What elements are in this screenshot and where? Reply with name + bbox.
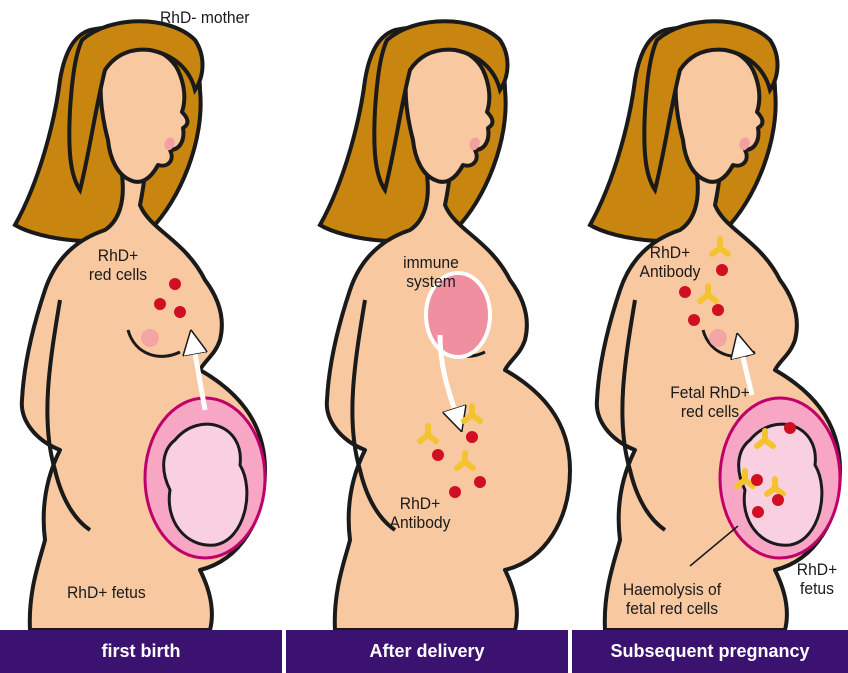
p1-cells-label-2: red cells <box>81 265 155 284</box>
p3-antibody-label-1: RhD+ <box>633 243 707 262</box>
nipple <box>709 329 727 347</box>
mother-label: RhD- mother <box>160 8 250 27</box>
panel-after-delivery <box>320 21 570 630</box>
p1-fetus-label: RhD+ fetus <box>67 583 146 602</box>
p3-haem-label-2: fetal red cells <box>617 599 727 618</box>
fetus-1 <box>164 424 247 545</box>
red-cell <box>716 264 728 276</box>
red-cell <box>679 286 691 298</box>
banner-first-birth: first birth <box>0 630 282 673</box>
red-cell <box>784 422 796 434</box>
red-cell <box>688 314 700 326</box>
banner-first-birth-label: first birth <box>102 641 181 662</box>
banner-subsequent-pregnancy: Subsequent pregnancy <box>572 630 848 673</box>
p3-fetal-label-2: red cells <box>659 402 760 421</box>
nipple <box>141 329 159 347</box>
banner-after-delivery: After delivery <box>286 630 568 673</box>
p2-antibody-label-1: RhD+ <box>383 494 457 513</box>
red-cell <box>752 506 764 518</box>
red-cell <box>154 298 166 310</box>
panel-first-birth <box>15 21 265 630</box>
panel-subsequent-pregnancy <box>590 21 840 630</box>
p3-antibody-label-2: Antibody <box>633 262 707 281</box>
red-cell <box>474 476 486 488</box>
p3-fetus-label-1: RhD+ <box>794 560 840 579</box>
p2-immune-label-1: immune <box>390 253 473 272</box>
banner-subsequent-pregnancy-label: Subsequent pregnancy <box>610 641 809 662</box>
p1-cells-label-1: RhD+ <box>81 246 155 265</box>
p2-immune-label-2: system <box>390 272 473 291</box>
red-cell <box>772 494 784 506</box>
p3-haem-label-1: Haemolysis of <box>617 580 727 599</box>
p2-antibody-label-2: Antibody <box>383 513 457 532</box>
red-cell <box>174 306 186 318</box>
red-cell <box>169 278 181 290</box>
p3-fetal-label-1: Fetal RhD+ <box>659 383 760 402</box>
p3-fetus-label-2: fetus <box>794 579 840 598</box>
red-cell <box>751 474 763 486</box>
red-cell <box>712 304 724 316</box>
red-cell <box>432 449 444 461</box>
red-cell <box>466 431 478 443</box>
banner-after-delivery-label: After delivery <box>369 641 484 662</box>
